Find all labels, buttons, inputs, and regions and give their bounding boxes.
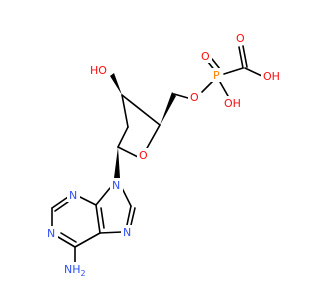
atom-n7: N	[123, 226, 131, 239]
atom-phosphoryl-oxygen: O	[201, 50, 210, 63]
bond-c6-c5	[74, 232, 101, 248]
bond-p-oh	[219, 81, 229, 97]
atom-hydroxyl-ring: HO	[90, 64, 107, 77]
molecule-structure: HO O O P O OH O OH N N N N	[45, 31, 283, 278]
bond-c-oh	[244, 67, 263, 77]
bond-c1-o4	[117, 146, 141, 159]
bond-n1-c6-b	[60, 232, 77, 243]
bond-c2-c1	[117, 126, 129, 148]
atom-phosphorus: P	[213, 69, 220, 82]
atom-amine-subscript: 2	[81, 269, 86, 278]
bond-p-o-double-b	[211, 58, 221, 70]
atom-linker-oxygen: O	[190, 91, 199, 104]
bond-n3-c2-a	[51, 196, 69, 209]
bond-c3-c2	[121, 94, 129, 128]
bond-c4-n9	[95, 187, 111, 206]
bond-c8-n7-b	[130, 207, 136, 226]
bond-c5-c4	[95, 204, 101, 234]
bond-c5-c4-inner	[100, 207, 105, 229]
wedge-c4-c5	[160, 92, 176, 125]
bond-n3-c2-b	[54, 201, 69, 212]
atom-p-hydroxyl: OH	[224, 97, 241, 110]
bond-p-c	[223, 67, 244, 75]
atom-labels: HO O O P O OH O OH N N N N	[45, 31, 283, 278]
bond-n9-c8	[121, 187, 132, 207]
wedge-c3-oh	[110, 73, 122, 95]
atom-amine-main: NH	[64, 263, 81, 276]
bond-n7-c5	[99, 231, 123, 234]
atom-n9: N	[112, 179, 120, 192]
bond-o4-c4	[145, 124, 161, 151]
bond-c-o-double-b	[242, 45, 248, 68]
bond-c4-c3	[121, 94, 161, 126]
bond-c8-n7-a	[126, 205, 132, 226]
atom-amine: NH2	[64, 263, 86, 278]
atom-ring-oxygen: O	[139, 149, 148, 162]
bond-c-o-double-a	[238, 46, 244, 69]
atom-n3: N	[69, 189, 77, 202]
wedge-c1-n9	[114, 147, 120, 178]
bond-c4-n3	[79, 196, 97, 206]
atom-acid-hydroxyl: OH	[263, 70, 280, 83]
atom-carbonyl-oxygen: O	[236, 32, 245, 45]
bond-c5-o5	[173, 93, 189, 99]
atom-n1: N	[47, 227, 55, 240]
bond-n1-c6-a	[57, 236, 76, 248]
bonds	[51, 45, 263, 265]
